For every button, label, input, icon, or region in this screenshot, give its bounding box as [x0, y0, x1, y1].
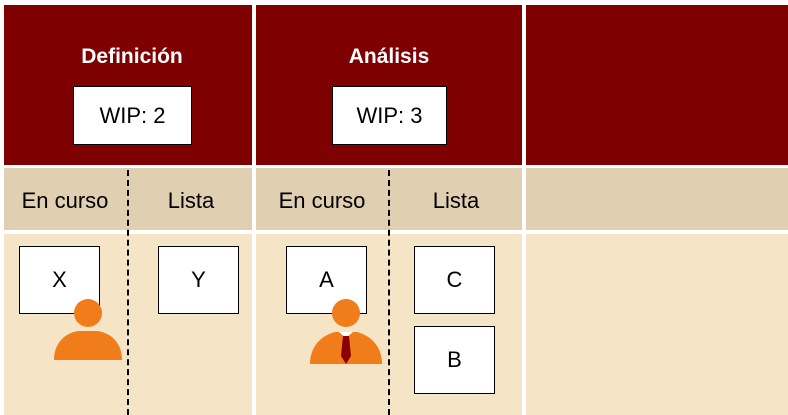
person-icon [54, 299, 122, 360]
column-title-analisis: Análisis [348, 45, 430, 68]
subcolumn-divider [127, 170, 129, 415]
subcolumn-divider [388, 170, 390, 415]
column-title-definicion: Definición [81, 45, 183, 68]
person-with-tie-icon [310, 299, 382, 364]
subcolumn-label-lista: Lista [432, 188, 480, 213]
subcolumn-label-en-curso: En curso [278, 188, 366, 213]
card-c[interactable]: C [414, 246, 495, 314]
column-header-empty [526, 5, 788, 165]
wip-limit-definicion: WIP: 2 [73, 86, 192, 145]
subheader-empty [526, 168, 788, 230]
subcolumn-label-lista: Lista [167, 188, 215, 213]
card-b[interactable]: B [414, 326, 495, 394]
lane-empty [526, 234, 788, 415]
card-y[interactable]: Y [158, 246, 239, 314]
wip-limit-analisis: WIP: 3 [332, 86, 447, 145]
subcolumn-label-en-curso: En curso [21, 188, 109, 213]
